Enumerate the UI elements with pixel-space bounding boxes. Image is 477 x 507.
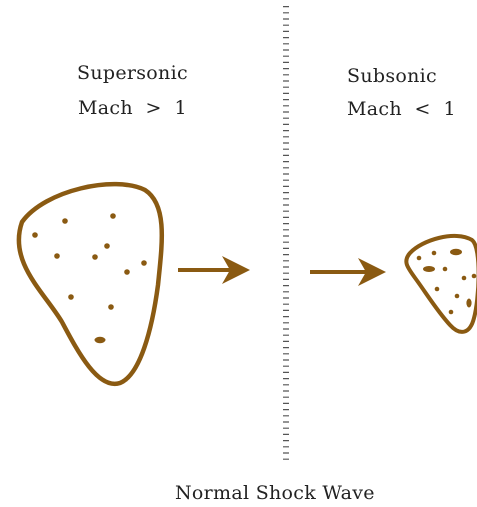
particle-dot <box>141 260 147 266</box>
subsonic-label: Subsonic <box>347 65 437 87</box>
particle-dot <box>442 266 448 272</box>
subsonic-mach-label: Mach < 1 <box>347 98 456 120</box>
particle-dot <box>448 309 454 315</box>
particle-dot <box>94 336 106 344</box>
particle-dot <box>62 218 68 224</box>
diagram-caption: Normal Shock Wave <box>175 482 375 504</box>
particle-dot <box>54 253 60 259</box>
particle-dot <box>431 250 437 256</box>
particle-dot <box>104 243 110 249</box>
parcel-outline <box>16 181 165 387</box>
particle-dot <box>454 293 460 299</box>
particle-dot <box>423 266 435 272</box>
particle-dot <box>110 213 116 219</box>
parcel-particles <box>32 213 147 344</box>
particle-dot <box>68 294 74 300</box>
particle-dot <box>466 298 472 308</box>
particle-dot <box>434 286 440 292</box>
particle-dot <box>471 273 477 279</box>
upstream-flow-arrow <box>178 256 250 284</box>
supersonic-mach-label: Mach > 1 <box>78 97 187 119</box>
particle-dot <box>416 255 422 261</box>
particle-dot <box>32 232 38 238</box>
particle-dot <box>92 254 98 260</box>
downstream-flow-arrow <box>310 258 386 286</box>
particle-dot <box>450 248 462 256</box>
parcel-particles <box>416 248 477 315</box>
particle-dot <box>461 275 467 281</box>
supersonic-label: Supersonic <box>77 62 188 84</box>
particle-dot <box>108 304 114 310</box>
subsonic-parcel <box>404 234 477 334</box>
supersonic-parcel <box>16 181 165 387</box>
parcel-outline <box>404 234 477 334</box>
particle-dot <box>124 269 130 275</box>
